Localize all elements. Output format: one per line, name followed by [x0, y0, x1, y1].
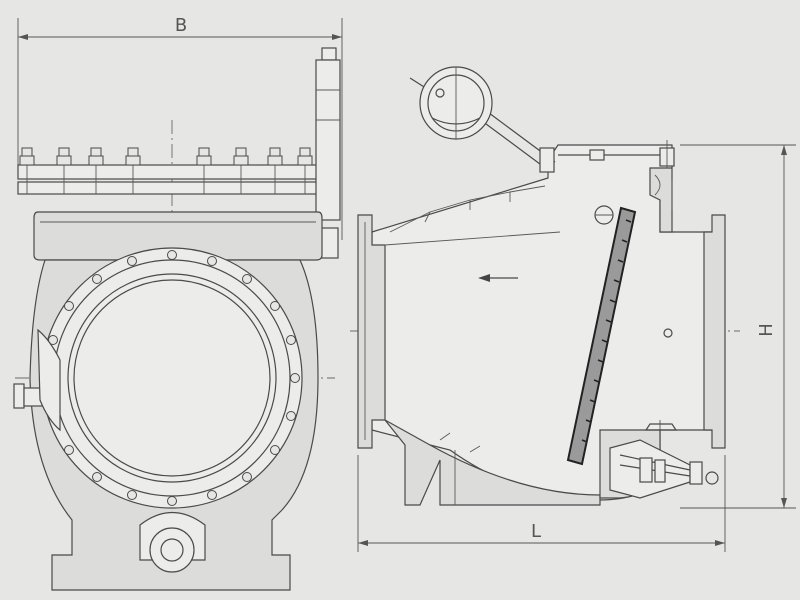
dimension-label-h: H: [756, 323, 777, 337]
cover-bolt-row: [19, 147, 313, 194]
side-view: H L: [350, 66, 796, 552]
check-disc: [566, 206, 637, 466]
cover-bolt: [196, 147, 212, 194]
side-port: [663, 328, 673, 338]
dimension-b: B: [17, 15, 343, 240]
outlet-flange: [703, 214, 726, 449]
dimension-h: H: [680, 144, 796, 509]
lever-linkage: [477, 109, 675, 173]
cushion-cylinder: [599, 420, 719, 499]
dimension-l: L: [357, 455, 726, 552]
front-view: B: [13, 15, 343, 591]
inlet-flange: [357, 214, 386, 449]
upper-boss: [649, 167, 673, 233]
lower-support: [384, 419, 601, 506]
counterweight-arm: [315, 47, 341, 259]
bore: [67, 273, 277, 483]
cover-bolt: [19, 147, 35, 194]
drain-plug: [139, 512, 206, 573]
cover-bolt: [267, 147, 283, 194]
body-rib: [37, 328, 61, 432]
cover-bolt: [125, 147, 141, 194]
top-cover-flange: [17, 147, 324, 195]
dimension-label-l: L: [531, 521, 541, 542]
counterweight: [409, 66, 493, 140]
cover-bolt: [297, 147, 313, 194]
cover-bolt: [88, 147, 104, 194]
cover-bolt: [233, 147, 249, 194]
bonnet: [33, 211, 323, 261]
flow-direction-arrow: [478, 274, 518, 282]
cover-bolt: [56, 147, 72, 194]
side-nub: [13, 383, 25, 409]
dimension-label-b: B: [175, 15, 187, 36]
